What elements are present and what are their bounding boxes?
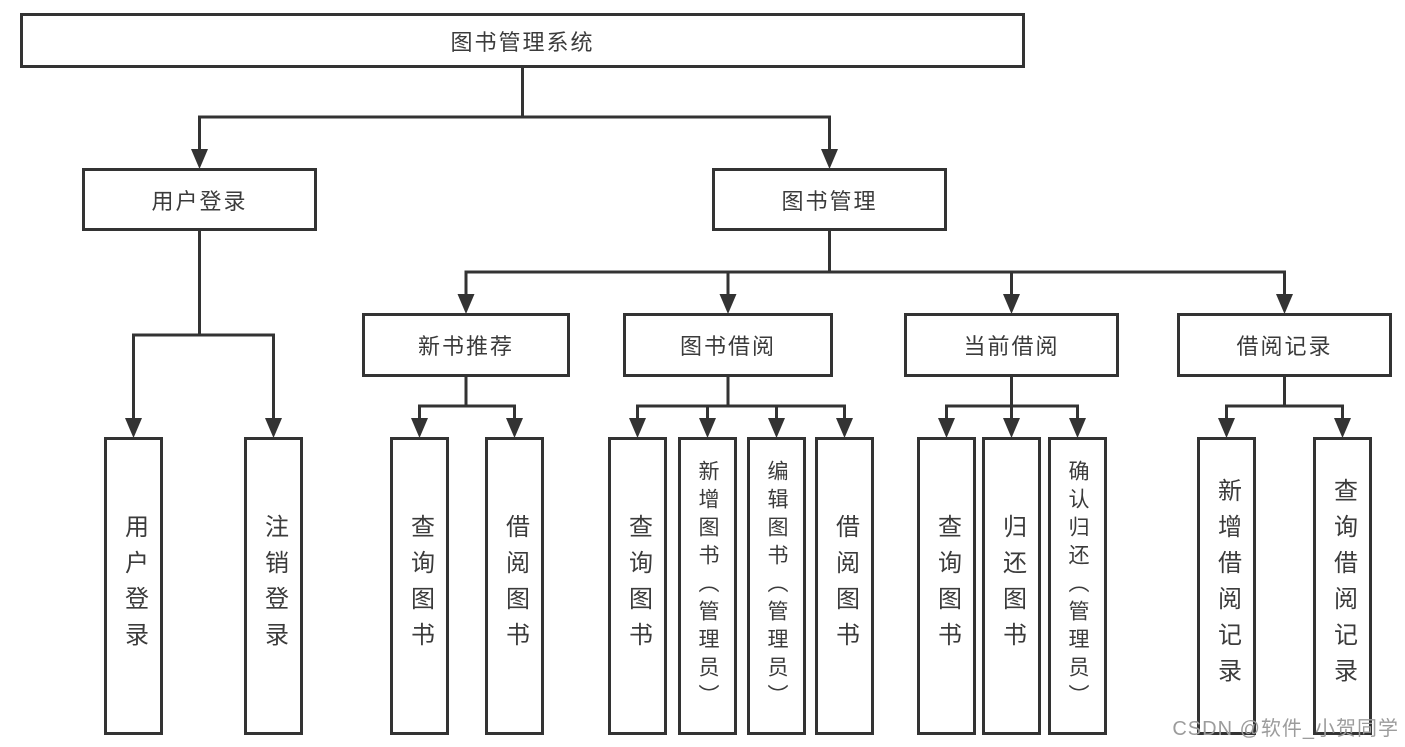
arrowhead-down-icon	[836, 418, 853, 438]
node-bor-query-label: 查询图书	[624, 514, 652, 658]
arrowhead-down-icon	[821, 149, 838, 169]
node-hist-query: 查询借阅记录	[1313, 437, 1372, 735]
node-login-user: 用户登录	[104, 437, 163, 735]
arrowhead-down-icon	[1334, 418, 1351, 438]
node-hist-query-label: 查询借阅记录	[1329, 478, 1357, 694]
arrowhead-down-icon	[191, 149, 208, 169]
node-login-user-label: 用户登录	[120, 514, 148, 658]
arrowhead-down-icon	[265, 418, 282, 438]
node-new-book-rec-label: 新书推荐	[417, 334, 514, 359]
node-cur-query: 查询图书	[917, 437, 976, 735]
node-borrow-records: 借阅记录	[1177, 313, 1392, 377]
node-rec-borrow-label: 借阅图书	[501, 514, 529, 658]
node-rec-borrow: 借阅图书	[485, 437, 544, 735]
node-borrow-records-label: 借阅记录	[1236, 334, 1333, 359]
node-login-logout-label: 注销登录	[260, 514, 288, 658]
node-login-logout: 注销登录	[244, 437, 303, 735]
arrowhead-down-icon	[1003, 294, 1020, 314]
arrowhead-down-icon	[1069, 418, 1086, 438]
node-book-borrow: 图书借阅	[623, 313, 833, 377]
node-user-login-label: 用户登录	[151, 188, 248, 214]
arrowhead-down-icon	[768, 418, 785, 438]
node-bor-query: 查询图书	[608, 437, 667, 735]
arrowhead-down-icon	[938, 418, 955, 438]
arrowhead-down-icon	[457, 294, 475, 314]
node-root: 图书管理系统	[20, 13, 1025, 68]
node-cur-confirm: 确认归还（管理员）	[1048, 437, 1107, 735]
arrowhead-down-icon	[125, 418, 142, 438]
arrowhead-down-icon	[411, 418, 428, 438]
node-current-borrow: 当前借阅	[904, 313, 1119, 377]
node-hist-add: 新增借阅记录	[1197, 437, 1256, 735]
node-bor-borrow: 借阅图书	[815, 437, 874, 735]
node-bor-add: 新增图书（管理员）	[678, 437, 737, 735]
arrowhead-down-icon	[719, 294, 737, 314]
node-new-book-rec: 新书推荐	[362, 313, 570, 377]
arrowhead-down-icon	[1276, 294, 1293, 314]
node-bor-add-label: 新增图书（管理员）	[696, 460, 719, 712]
node-bor-edit: 编辑图书（管理员）	[747, 437, 806, 735]
node-bor-borrow-label: 借阅图书	[831, 514, 859, 658]
arrowhead-down-icon	[506, 418, 523, 438]
node-cur-return-label: 归还图书	[998, 514, 1026, 658]
arrowhead-down-icon	[1003, 418, 1020, 438]
node-hist-add-label: 新增借阅记录	[1213, 478, 1241, 694]
node-rec-query-label: 查询图书	[406, 514, 434, 658]
node-cur-query-label: 查询图书	[933, 514, 961, 658]
node-rec-query: 查询图书	[390, 437, 449, 735]
arrowhead-down-icon	[699, 418, 716, 438]
node-cur-return: 归还图书	[982, 437, 1041, 735]
node-book-mgmt: 图书管理	[712, 168, 947, 231]
node-root-label: 图书管理系统	[450, 29, 595, 55]
node-book-borrow-label: 图书借阅	[679, 334, 776, 359]
node-current-borrow-label: 当前借阅	[963, 334, 1060, 359]
arrowhead-down-icon	[629, 418, 646, 438]
arrowhead-down-icon	[1218, 418, 1235, 438]
node-user-login: 用户登录	[82, 168, 317, 231]
node-cur-confirm-label: 确认归还（管理员）	[1066, 460, 1089, 712]
node-bor-edit-label: 编辑图书（管理员）	[765, 460, 788, 712]
node-book-mgmt-label: 图书管理	[781, 188, 878, 214]
